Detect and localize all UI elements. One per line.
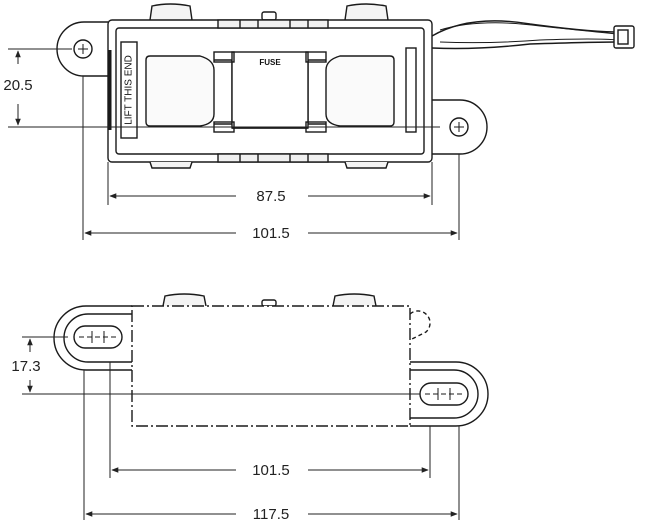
lift-this-end-label: LIFT THIS END	[124, 55, 135, 125]
side-dim-height: 17.3	[11, 358, 40, 375]
right-strip	[405, 47, 417, 133]
lift-this-end-strip	[120, 41, 138, 139]
side-left-slot	[73, 325, 123, 349]
fuse-pocket-right	[325, 55, 395, 127]
fuse-label: FUSE	[259, 58, 281, 67]
side-dim-inner-width: 101.5	[252, 462, 290, 479]
fuse-body	[231, 51, 309, 129]
side-dim-outer-width: 117.5	[253, 506, 289, 523]
side-view	[53, 293, 489, 427]
top-view	[56, 3, 635, 169]
top-dim-outer-width: 101.5	[252, 225, 290, 242]
left-mounting-hole	[73, 39, 93, 59]
side-housing	[131, 305, 411, 427]
top-clip-right	[344, 3, 389, 21]
side-left-ear	[53, 305, 132, 371]
top-clip-left	[149, 3, 193, 21]
top-dim-height: 20.5	[3, 77, 32, 94]
right-mounting-hole	[449, 117, 469, 137]
top-nub	[261, 11, 277, 21]
fuse-pocket-left	[145, 55, 215, 127]
side-view-dimensions	[22, 336, 460, 520]
top-dim-inner-width: 87.5	[256, 188, 285, 205]
top-view-dimensions	[8, 48, 460, 240]
